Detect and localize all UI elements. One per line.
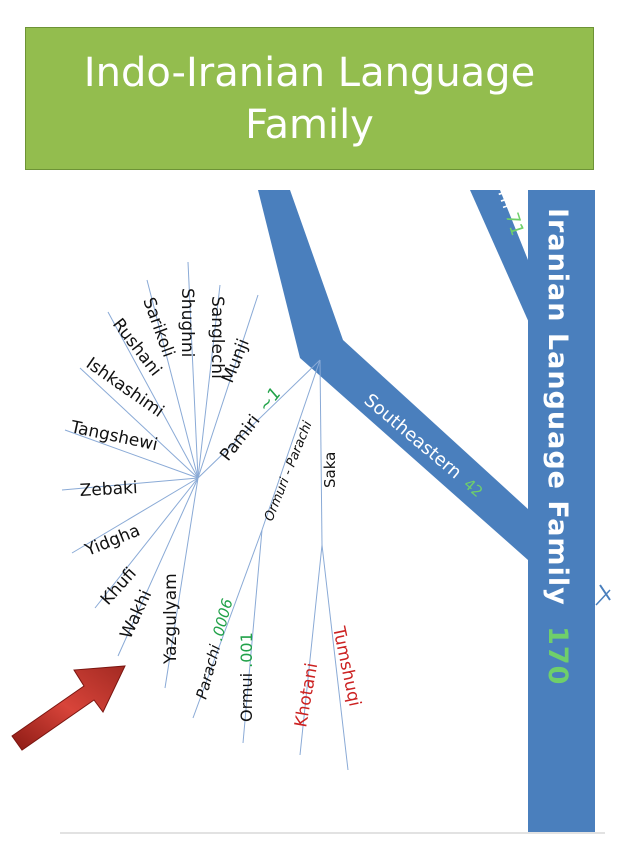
trunk-label: Iranian Language Family: [542, 208, 573, 606]
page-title: Indo-Iranian Language Family: [83, 49, 536, 148]
pamiri-fan-lines: [61, 261, 259, 689]
pamiri-label: Pamiri: [216, 411, 264, 465]
title-banner: Indo-Iranian Language Family: [25, 27, 594, 170]
iranian-trunk: [528, 190, 595, 832]
lang-yidgha: Yidgha: [81, 521, 143, 561]
tree-lines: [192, 359, 349, 771]
lang-parachi: Parachi: [192, 642, 224, 701]
lang-sanglechi: Sanglechi: [207, 296, 227, 379]
trunk-count: 170: [542, 626, 573, 685]
svg-text:Ormui .001: Ormui .001: [237, 632, 256, 722]
trunk-connector-2: [595, 589, 611, 606]
svg-text:Southeastern 42: Southeastern 42: [360, 390, 488, 502]
lang-yazgulyam: Yazgulyam: [161, 573, 181, 665]
highlight-arrow-icon: [11, 665, 126, 751]
trunk-connector: [599, 584, 611, 601]
lang-tangshewi: Tangshewi: [68, 417, 159, 455]
ormuri-parachi-label: Ormuri - Parachi: [262, 419, 316, 524]
lang-khotani: Khotani: [291, 661, 322, 728]
pamiri-count: ~1: [255, 384, 286, 416]
lang-tumshuqi: Tumshuqi: [328, 624, 365, 708]
lang-parachi-count: .0006: [208, 597, 237, 643]
svg-text:Parachi .0006: Parachi .0006: [192, 597, 236, 701]
lang-shughni: Shughni: [177, 288, 197, 357]
lang-zebaki: Zebaki: [79, 478, 138, 501]
southeastern-branch-band: [258, 190, 540, 560]
svg-text:Pamiri ~1: Pamiri ~1: [216, 384, 286, 465]
saka-label: Saka: [321, 452, 339, 488]
lang-ormui-count: .001: [237, 632, 256, 668]
lang-ormui: Ormui: [237, 673, 256, 722]
svg-text:Iranian Language Family 17: Iranian Language Family 170: [542, 208, 573, 685]
